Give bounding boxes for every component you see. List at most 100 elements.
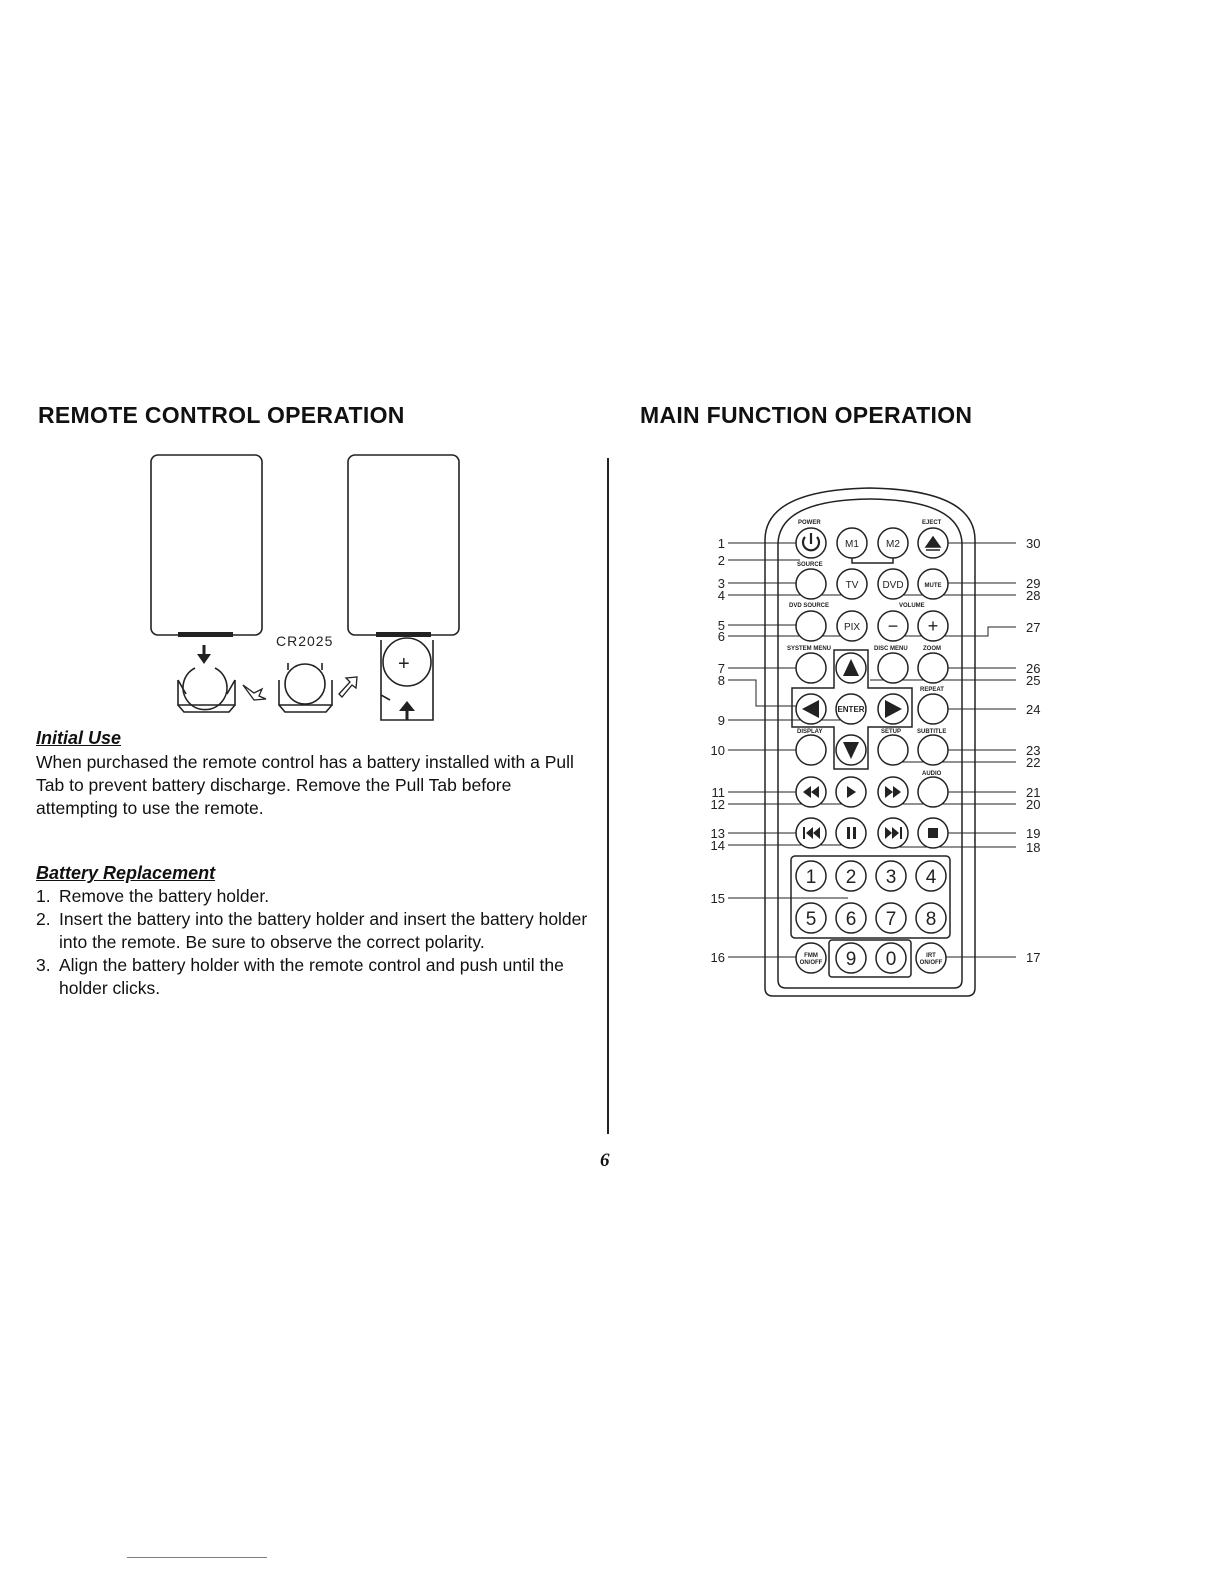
digit-6-button[interactable] bbox=[835, 902, 867, 934]
m1-button[interactable] bbox=[836, 527, 868, 559]
left-arrow-icon bbox=[802, 700, 819, 718]
audio-caption: AUDIO bbox=[922, 771, 942, 777]
repeat-button[interactable] bbox=[917, 693, 949, 725]
pause-button[interactable] bbox=[835, 817, 867, 849]
fmm-button[interactable] bbox=[795, 942, 827, 974]
system-menu-button[interactable] bbox=[795, 652, 827, 684]
callout-29: 29 bbox=[1026, 576, 1040, 591]
remote-control-diagram: M1 M2 TV DVD MUTE PIX − + ENTER FMM ON/O… bbox=[711, 487, 1040, 997]
power-caption: POWER bbox=[798, 520, 821, 526]
digit-9-label: 9 bbox=[846, 949, 857, 970]
callout-1: 1 bbox=[718, 536, 725, 551]
digit-4-button[interactable] bbox=[915, 860, 947, 892]
digit-7-label: 7 bbox=[886, 909, 897, 930]
digit-3-button[interactable] bbox=[875, 860, 907, 892]
m2-label: M2 bbox=[886, 539, 900, 550]
battery-replacement-steps: 1.Remove the battery holder. 2.Insert th… bbox=[36, 885, 596, 1000]
callout-3: 3 bbox=[718, 576, 725, 591]
pix-button[interactable] bbox=[836, 610, 868, 642]
dvd-source-button[interactable] bbox=[795, 610, 827, 642]
initial-use-heading: Initial Use bbox=[36, 728, 122, 748]
battery-holder-open-icon bbox=[177, 667, 236, 713]
audio-button[interactable] bbox=[917, 776, 949, 808]
zoom-button[interactable] bbox=[917, 652, 949, 684]
up-arrow-icon bbox=[843, 659, 859, 676]
callout-11: 11 bbox=[712, 785, 726, 800]
next-arrow-icon bbox=[242, 684, 267, 701]
source-caption: SOURCE bbox=[797, 562, 823, 568]
callout-17: 17 bbox=[1026, 950, 1040, 965]
battery-installation-figure: CR2025 + bbox=[150, 454, 460, 721]
system-menu-caption: SYSTEM MENU bbox=[787, 646, 831, 652]
digit-8-button[interactable] bbox=[915, 902, 947, 934]
digit-1-button[interactable] bbox=[795, 860, 827, 892]
callout-15: 15 bbox=[711, 891, 725, 906]
eject-caption: EJECT bbox=[922, 520, 942, 526]
fmm-label-2: ON/OFF bbox=[800, 960, 823, 966]
plus-label: + bbox=[928, 616, 939, 636]
irt-button[interactable] bbox=[915, 942, 947, 974]
setup-button[interactable] bbox=[877, 734, 909, 766]
digit-5-label: 5 bbox=[806, 909, 817, 930]
subtitle-button[interactable] bbox=[917, 734, 949, 766]
callout-27: 27 bbox=[1026, 620, 1040, 635]
callout-8: 8 bbox=[718, 673, 725, 688]
digit-6-label: 6 bbox=[846, 909, 857, 930]
right-arrow-icon bbox=[885, 700, 902, 718]
callout-7: 7 bbox=[718, 661, 725, 676]
digit-0-button[interactable] bbox=[875, 942, 907, 974]
digit-0-label: 0 bbox=[886, 949, 897, 970]
callout-13: 13 bbox=[711, 826, 725, 841]
callout-28: 28 bbox=[1026, 588, 1040, 603]
m1-label: M1 bbox=[845, 539, 859, 550]
source-button[interactable] bbox=[795, 568, 827, 600]
subtitle-caption: SUBTITLE bbox=[917, 729, 946, 735]
irt-label-2: ON/OFF bbox=[920, 960, 943, 966]
callout-10: 10 bbox=[711, 743, 725, 758]
rewind-icon bbox=[803, 786, 819, 798]
disc-menu-caption: DISC MENU bbox=[874, 646, 908, 652]
digit-9-button[interactable] bbox=[835, 942, 867, 974]
mute-button[interactable] bbox=[917, 568, 949, 600]
callout-14: 14 bbox=[711, 838, 725, 853]
volume-up-button[interactable] bbox=[917, 610, 949, 642]
dvd-button[interactable] bbox=[877, 568, 909, 600]
power-icon bbox=[801, 533, 821, 552]
setup-caption: SETUP bbox=[881, 729, 901, 735]
disc-menu-button[interactable] bbox=[877, 652, 909, 684]
digit-2-button[interactable] bbox=[835, 860, 867, 892]
pix-label: PIX bbox=[844, 622, 860, 633]
callout-5: 5 bbox=[718, 618, 725, 633]
m2-button[interactable] bbox=[877, 527, 909, 559]
page-number: 6 bbox=[600, 1150, 610, 1171]
volume-down-button[interactable] bbox=[877, 610, 909, 642]
digit-5-button[interactable] bbox=[795, 902, 827, 934]
callout-26: 26 bbox=[1026, 661, 1040, 676]
step-item: 2.Insert the battery into the battery ho… bbox=[36, 909, 588, 952]
dvd-label: DVD bbox=[882, 580, 903, 591]
repeat-caption: REPEAT bbox=[920, 687, 944, 693]
zoom-caption: ZOOM bbox=[923, 646, 941, 652]
initial-use-text: When purchased the remote control has a … bbox=[36, 752, 574, 818]
fmm-label-1: FMM bbox=[804, 953, 818, 959]
battery-plus-sign: + bbox=[398, 653, 410, 675]
display-button[interactable] bbox=[795, 734, 827, 766]
digit-7-button[interactable] bbox=[875, 902, 907, 934]
callout-20: 20 bbox=[1026, 797, 1040, 812]
tv-button[interactable] bbox=[836, 568, 868, 600]
enter-button[interactable] bbox=[835, 693, 867, 725]
footnote-rule bbox=[127, 1557, 267, 1558]
fast-forward-icon bbox=[885, 786, 901, 798]
callout-21: 21 bbox=[1026, 785, 1040, 800]
stop-icon bbox=[928, 828, 938, 838]
remote-body bbox=[764, 487, 976, 997]
digit-4-label: 4 bbox=[926, 867, 937, 888]
eject-icon bbox=[924, 535, 942, 551]
callout-6: 6 bbox=[718, 629, 725, 644]
digit-3-label: 3 bbox=[886, 867, 897, 888]
enter-label: ENTER bbox=[837, 705, 864, 714]
column-divider bbox=[607, 458, 609, 1134]
callout-12: 12 bbox=[711, 797, 725, 812]
digit-1-label: 1 bbox=[806, 867, 817, 888]
battery-type-label: CR2025 bbox=[276, 633, 333, 649]
